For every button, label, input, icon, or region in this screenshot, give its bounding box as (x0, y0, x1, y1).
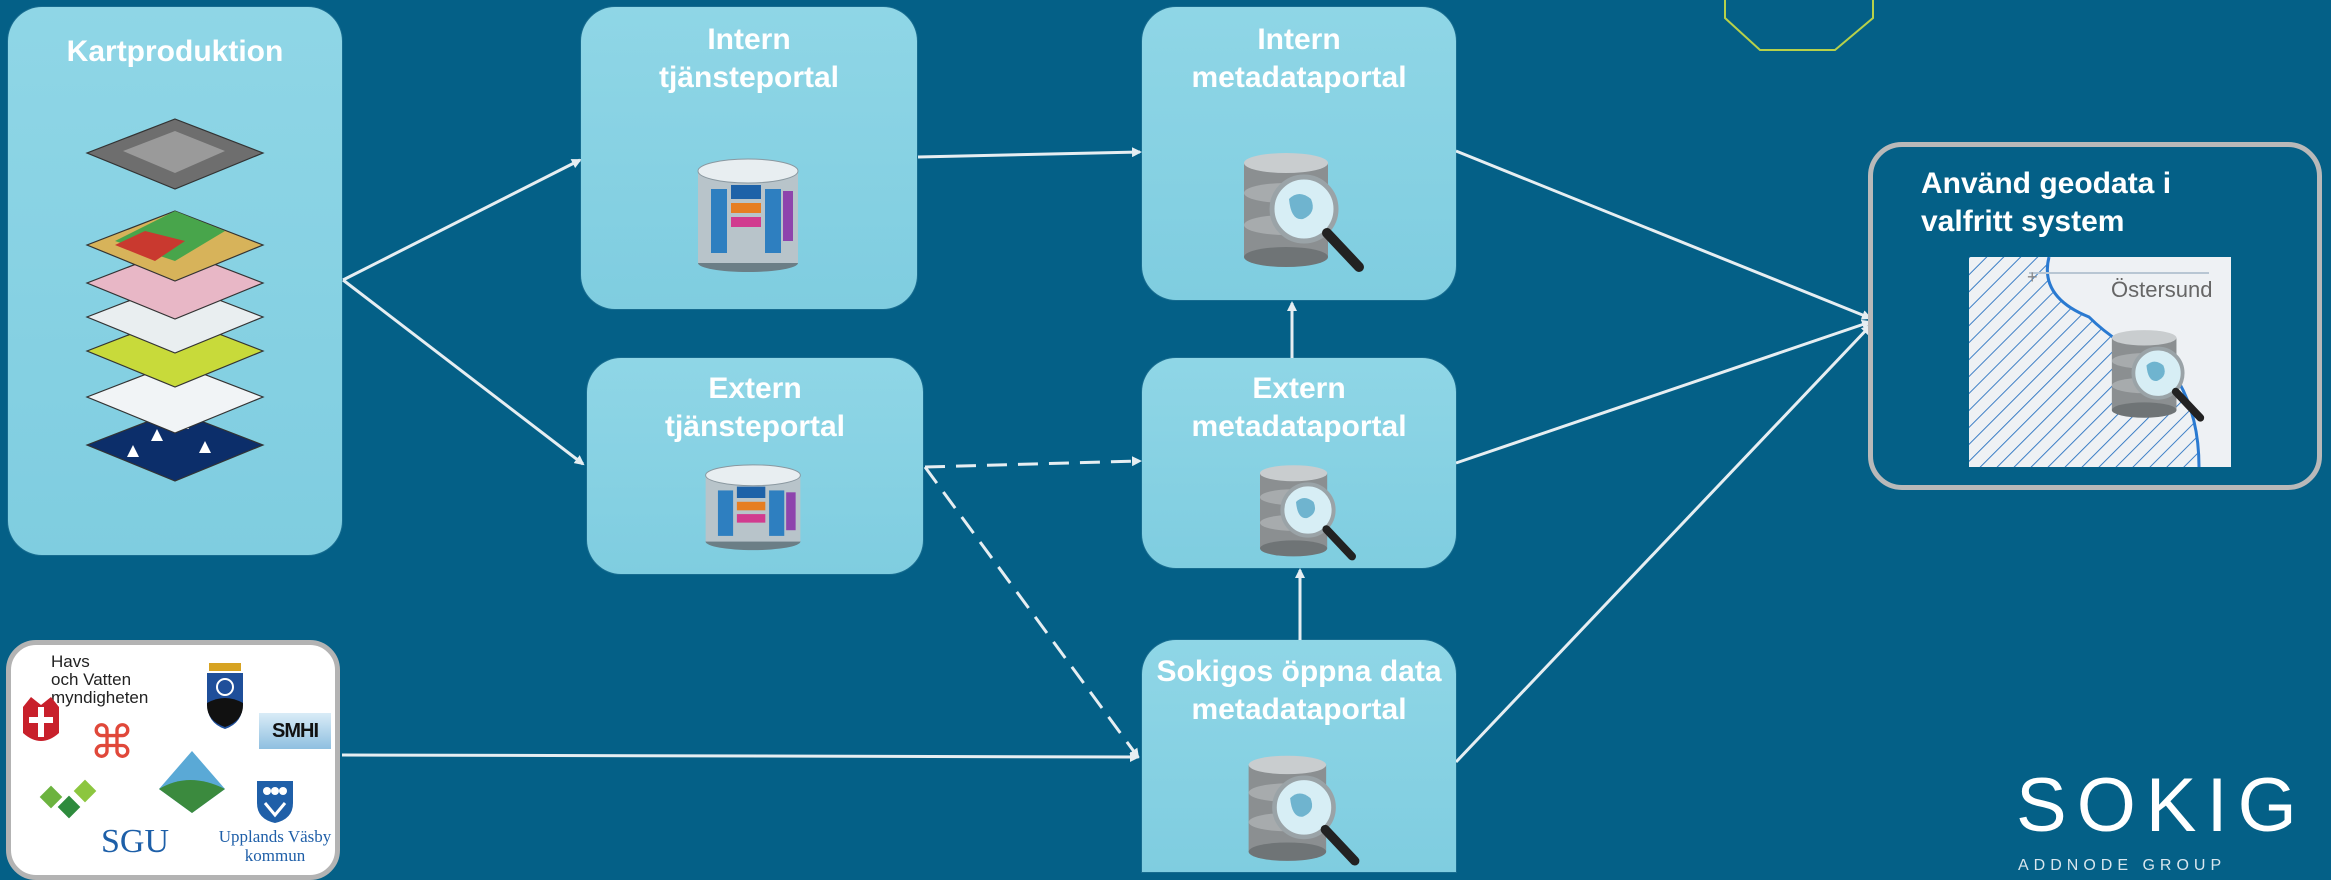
arrow-kart-to-intern-tjanst (342, 158, 582, 282)
node-extern-metadataportal-title: Extern metadataportal (1191, 372, 1407, 443)
arrow-intern-meta-to-anvand (1455, 149, 1872, 320)
arrow-extern-meta-to-anvand (1455, 319, 1872, 465)
map-layers-icon (85, 118, 265, 482)
havs-logo-text: Havs och Vatten myndigheten (51, 652, 149, 707)
coat-of-arms-icon (207, 663, 243, 729)
node-anvand-geodata-title: Använd geodata i valfritt system (1921, 167, 2172, 238)
map-zoom-in-icon: + (2027, 267, 2038, 287)
landscape-emblem-icon (159, 751, 225, 813)
brand-logo: SOKIG (2016, 763, 2307, 848)
municipal-symbol-icon: ⌘ (89, 716, 135, 768)
brand-subtitle: ADDNODE GROUP (2018, 857, 2227, 874)
arrow-extern-tjanst-to-sokigos (923, 466, 1140, 759)
node-sokigos-metadataportal: Sokigos öppna data metadataportal (1142, 640, 1456, 872)
arrow-intern-tjanst-to-intern-meta (917, 147, 1142, 159)
node-intern-metadataportal-title: Intern metadataportal (1191, 23, 1407, 94)
hexagon-decoration (1724, 0, 1874, 51)
crown-emblem-icon (23, 697, 59, 741)
upplands-vasby-shield-icon (257, 781, 293, 823)
partner-logos-panel: Havs och Vatten myndigheten ⌘ SMHI SGU U… (6, 640, 340, 880)
node-kartproduktion: Kartproduktion (8, 7, 342, 555)
arrow-logos-to-sokigos (341, 751, 1140, 762)
database-server-icon (705, 464, 801, 551)
node-sokigos-metadataportal-title: Sokigos öppna data metadataportal (1156, 655, 1442, 726)
smhi-logo: SMHI (259, 713, 331, 749)
node-intern-metadataportal: Intern metadataportal (1142, 7, 1456, 300)
database-server-icon (697, 158, 799, 272)
arrow-extern-tjanst-to-extern-meta (924, 456, 1142, 469)
node-extern-tjansteportal: Extern tjänsteportal (587, 358, 923, 574)
upplands-vasby-text: Upplands Väsby kommun (218, 827, 332, 865)
map-place-label: Östersund (2111, 277, 2213, 302)
sgu-logo-text: SGU (101, 823, 170, 860)
node-extern-metadataportal: Extern metadataportal (1142, 358, 1456, 568)
database-search-icon (1260, 465, 1356, 561)
arrow-sokigos-to-anvand (1454, 324, 1872, 764)
database-search-icon (1248, 755, 1360, 866)
node-intern-tjansteportal: Intern tjänsteportal (581, 7, 917, 309)
node-extern-tjansteportal-title: Extern tjänsteportal (664, 372, 846, 443)
node-anvand-geodata: Använd geodata i valfritt system Östersu… (1868, 142, 2322, 490)
database-search-icon (1244, 153, 1364, 272)
arrow-kart-to-extern-tjanst (342, 278, 585, 466)
map-thumbnail: Östersund + (1969, 257, 2231, 467)
database-search-icon (2111, 330, 2205, 422)
node-kartproduktion-title: Kartproduktion (66, 35, 284, 68)
sgu-logo-icon (39, 779, 97, 819)
node-intern-tjansteportal-title: Intern tjänsteportal (658, 23, 840, 94)
